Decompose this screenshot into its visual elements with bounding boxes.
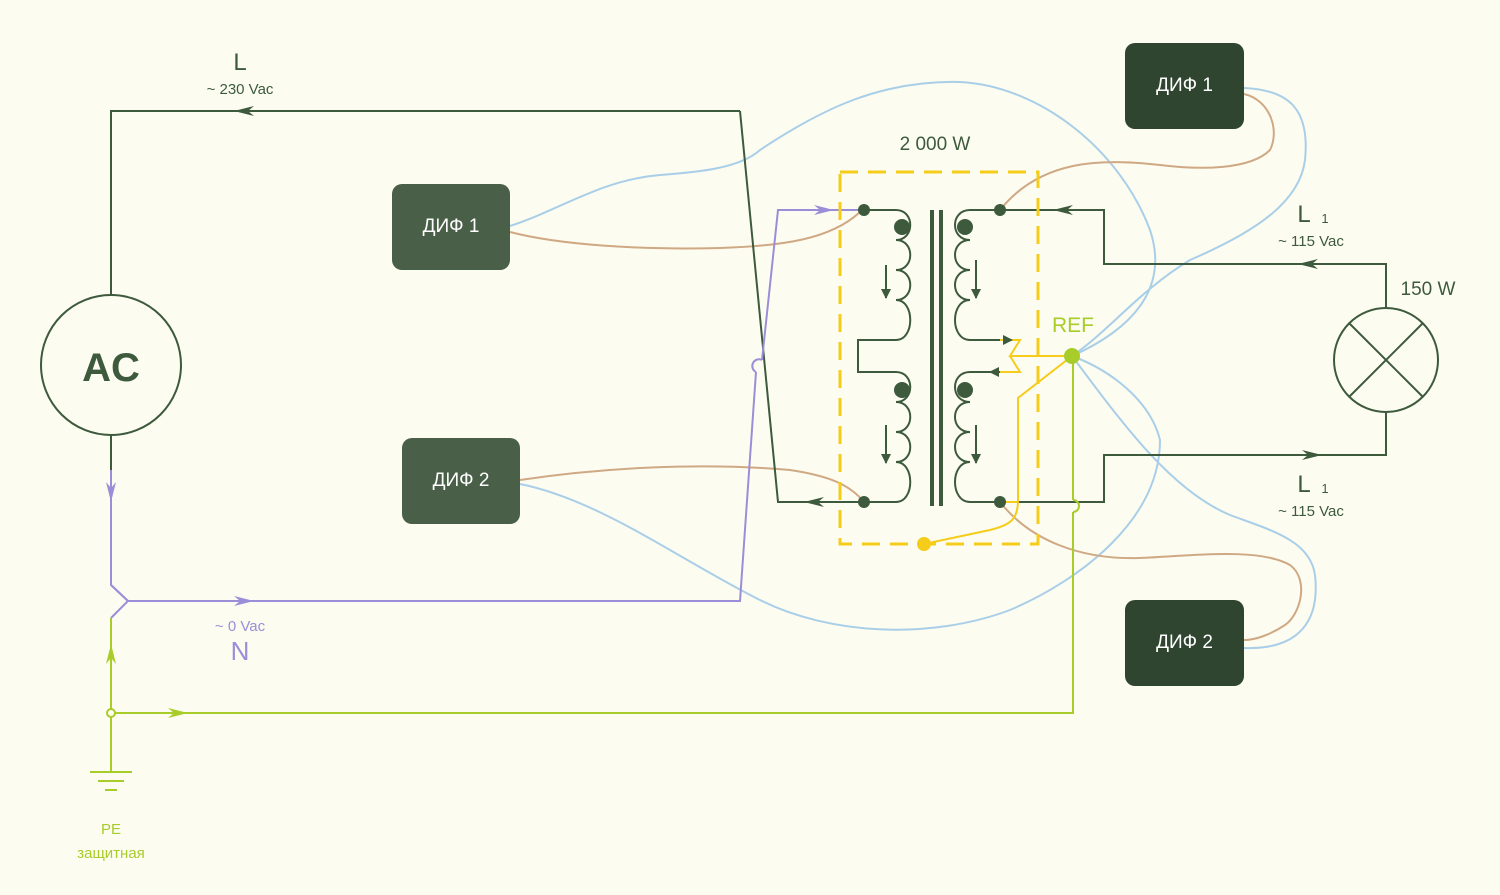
ac-source bbox=[40, 294, 182, 436]
output-bottom-subscript: 1 bbox=[1321, 481, 1328, 496]
polarity-dots bbox=[894, 219, 973, 398]
neutral-voltage-label: ~ 0 Vac bbox=[215, 618, 266, 635]
terminal-dots bbox=[858, 204, 1006, 508]
ref-node bbox=[1064, 348, 1080, 364]
earth-wiring bbox=[106, 356, 1080, 772]
load-power-label: 150 W bbox=[1401, 279, 1456, 300]
earth-name-label: PE bbox=[101, 821, 121, 838]
line-voltage-label: ~ 230 Vac bbox=[207, 81, 274, 98]
lamp-load bbox=[1333, 307, 1439, 413]
output-top-name: L bbox=[1297, 201, 1310, 228]
earth-description-label: защитная bbox=[77, 845, 145, 862]
neutral-name-label: N bbox=[231, 636, 250, 666]
output-bottom-voltage: ~ 115 Vac bbox=[1278, 503, 1344, 520]
line-name-label: L bbox=[233, 49, 246, 76]
current-arrows bbox=[881, 260, 981, 464]
ref-label: REF bbox=[1052, 314, 1094, 337]
neutral-wiring bbox=[106, 205, 864, 619]
transformer-core bbox=[930, 210, 943, 506]
output-top-subscript: 1 bbox=[1321, 211, 1328, 226]
dif2-module-right: ДИФ 2 bbox=[1125, 600, 1244, 686]
probe-wires-blue bbox=[509, 80, 1317, 650]
output-bottom-name: L bbox=[1297, 471, 1310, 498]
ac-label: AC bbox=[82, 346, 140, 390]
probe-wires-tan bbox=[509, 93, 1303, 641]
dif2-module-left: ДИФ 2 bbox=[402, 438, 520, 524]
dif1-module-right: ДИФ 1 bbox=[1125, 43, 1244, 129]
dif1-module-left: ДИФ 1 bbox=[392, 184, 510, 270]
secondary-winding bbox=[954, 209, 1000, 503]
ref-wiring bbox=[923, 335, 1073, 545]
primary-winding bbox=[857, 209, 912, 503]
ground-symbol bbox=[90, 771, 132, 791]
transformer-power-label: 2 000 W bbox=[900, 134, 971, 155]
output-top-voltage: ~ 115 Vac bbox=[1278, 233, 1344, 250]
yellow-node bbox=[917, 537, 931, 551]
main-wiring bbox=[110, 106, 1387, 507]
transformer-enclosure bbox=[838, 170, 1040, 546]
